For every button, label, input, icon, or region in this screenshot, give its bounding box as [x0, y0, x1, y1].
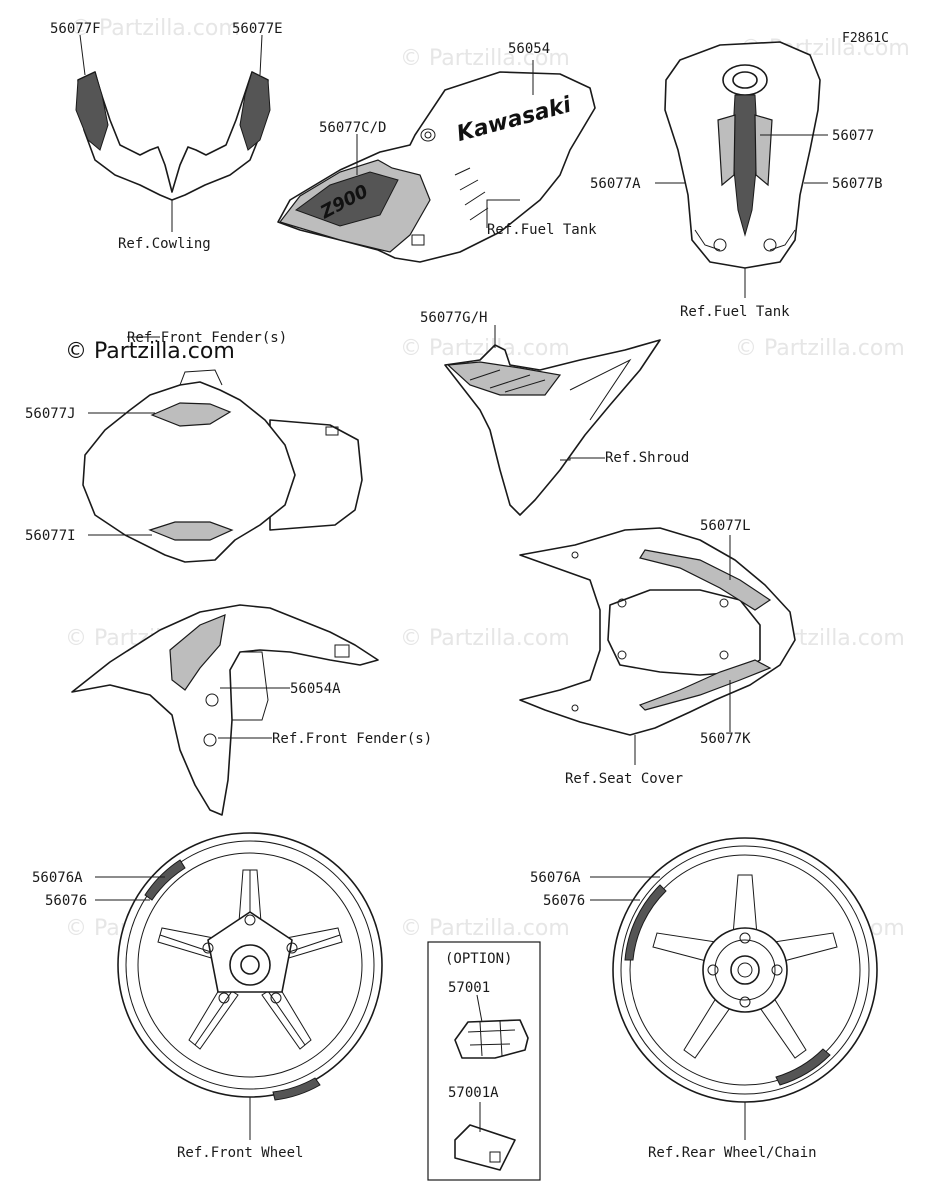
label-56077A: 56077A — [590, 176, 641, 192]
watermark: © Partzilla.com — [400, 916, 570, 941]
label-56076-front: 56076 — [45, 893, 87, 909]
label-56076A-rear: 56076A — [530, 870, 581, 886]
watermark: © Partzilla.com — [400, 626, 570, 651]
fuel-tank-drawing — [664, 41, 821, 269]
label-ref-fuel-tank-1: Ref.Fuel Tank — [487, 222, 597, 238]
label-ref-cowling: Ref.Cowling — [118, 236, 211, 252]
label-57001A: 57001A — [448, 1085, 499, 1101]
label-ref-front-wheel: Ref.Front Wheel — [177, 1145, 303, 1161]
label-ref-front-fender-2: Ref.Front Fender(s) — [272, 731, 432, 747]
label-ref-fuel-tank-2: Ref.Fuel Tank — [680, 304, 790, 320]
label-56077GH: 56077G/H — [420, 310, 487, 326]
label-56077B: 56077B — [832, 176, 883, 192]
cowling-drawing — [75, 71, 271, 201]
tank-shroud-drawing: Kawasaki Z900 — [277, 71, 596, 263]
shroud-drawing — [444, 339, 661, 516]
rear-wheel-drawing — [612, 837, 878, 1103]
label-57001: 57001 — [448, 980, 490, 996]
watermark-dark: © Partzilla.com — [65, 339, 235, 364]
label-56077L: 56077L — [700, 518, 751, 534]
watermark: © Partzilla.com — [70, 16, 240, 41]
watermark: © Partzilla.com — [400, 46, 570, 71]
label-ref-shroud: Ref.Shroud — [605, 450, 689, 466]
label-ref-seat-cover: Ref.Seat Cover — [565, 771, 683, 787]
label-56077I: 56077I — [25, 528, 76, 544]
label-ref-front-fender-1: Ref.Front Fender(s) — [127, 330, 287, 346]
label-56077E: 56077E — [232, 21, 283, 37]
watermark: © Partzilla.com — [735, 336, 905, 361]
label-56076A-front: 56076A — [32, 870, 83, 886]
front-fender-top-drawing — [82, 369, 363, 563]
label-56077K: 56077K — [700, 731, 751, 747]
label-56077J: 56077J — [25, 406, 76, 422]
front-wheel-drawing — [117, 832, 383, 1101]
label-56077F: 56077F — [50, 21, 101, 37]
label-56077: 56077 — [832, 128, 874, 144]
label-56077CD: 56077C/D — [319, 120, 386, 136]
label-56054: 56054 — [508, 41, 550, 57]
label-option: (OPTION) — [445, 951, 512, 967]
label-56054A: 56054A — [290, 681, 341, 697]
label-56076-rear: 56076 — [543, 893, 585, 909]
front-fender-side-drawing — [71, 604, 379, 816]
option-box — [427, 941, 541, 1181]
figure-id: F2861C — [842, 31, 889, 46]
seat-cover-drawing — [519, 527, 796, 736]
label-ref-rear-wheel: Ref.Rear Wheel/Chain — [648, 1145, 817, 1161]
